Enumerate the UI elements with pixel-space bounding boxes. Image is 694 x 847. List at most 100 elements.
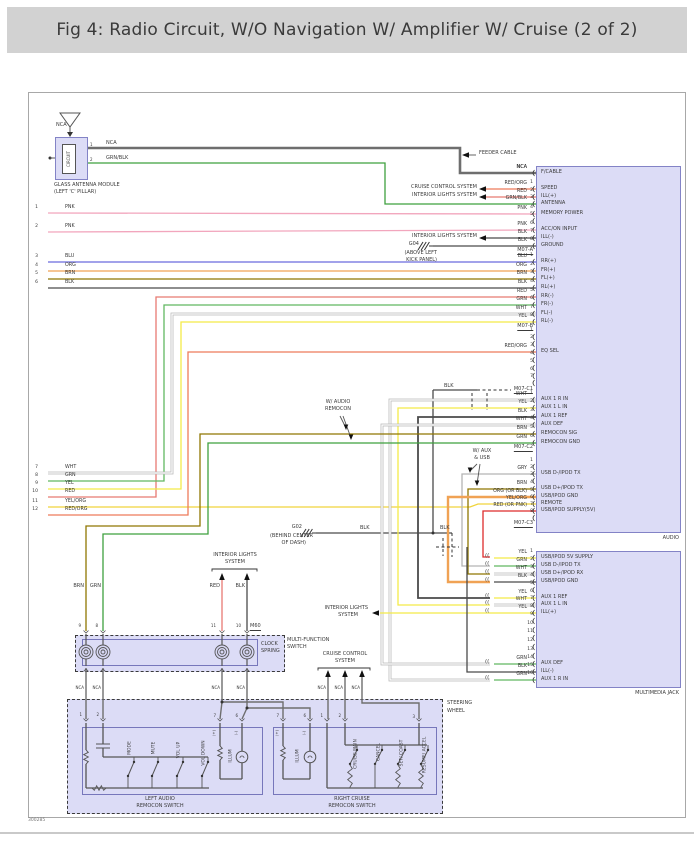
audio-row-pin-number: 7 (530, 502, 533, 507)
left-ref-color: BLU (65, 254, 75, 259)
diagram-label: VOL UP (176, 741, 182, 759)
diagram-label: OF DASH) (281, 540, 306, 546)
audio-row-pin-number: 4 (530, 279, 533, 284)
diagram-label: RED (209, 583, 220, 589)
mm-jack-row-wire-color: BLK (517, 574, 527, 579)
inline-connector: (( (485, 600, 490, 606)
diagram-label: 11 (210, 623, 216, 628)
audio-row-signal: RL(+) (541, 284, 556, 290)
left-ref-color: RED (65, 489, 76, 494)
diagram-label: NCA (351, 685, 360, 690)
connector-label: M07-C1 (513, 386, 533, 394)
diagram-label: (-) (301, 730, 307, 736)
mm-jack-row-wire-color: WHT (515, 566, 527, 571)
diagram-label: INTERIOR LIGHTS (213, 552, 257, 558)
inline-connector: (( (485, 608, 490, 614)
audio-row-pin-number: 4 (530, 416, 533, 421)
diagram-label: 6 (303, 713, 306, 718)
steering-wheel-label: WHEEL (447, 708, 465, 714)
left-ref-color: GRN (65, 473, 76, 478)
diagram-label: CRUISE MAIN (353, 739, 359, 769)
mm-jack-row-pin-number: 13 (527, 647, 533, 652)
audio-row-signal: ILL(+) (541, 193, 557, 199)
clock-spring-box (82, 639, 258, 666)
audio-row-pin-number: 2 (530, 188, 533, 193)
audio-row-signal: GROUND (541, 242, 564, 248)
diagram-label: NCA (334, 685, 343, 690)
audio-row-wire-color: BLU (517, 254, 527, 259)
audio-row-pin-number: 6 (530, 434, 533, 439)
audio-row-pin-number: 3 (530, 408, 533, 413)
mm-jack-row-pin-number: 10 (527, 621, 533, 626)
audio-row-pin-number: 4 (530, 351, 533, 356)
diagram-label: W/ AUX (472, 448, 492, 454)
diagram-label: & USB (474, 455, 490, 461)
mm-jack-row-wire-color: BLK (517, 664, 527, 669)
diagram-label: (ABOVE LEFT (404, 250, 437, 256)
diagram-label: SYSTEM (338, 612, 358, 618)
diagram-label: 8 (95, 623, 98, 628)
mm-jack-row-pin-number: 3 (530, 565, 533, 570)
left-ref-number: 12 (32, 507, 38, 512)
audio-row-pin-number: 4 (530, 205, 533, 210)
mm-jack-row-wire-color: GRN (516, 656, 527, 661)
audio-row-wire-color: WHT (515, 392, 527, 397)
audio-row-signal: ACC/ON INPUT (541, 226, 578, 232)
audio-row-pin-number: 7 (530, 229, 533, 234)
audio-row-wire-color: GRN (516, 297, 527, 302)
inline-connector: (( (485, 593, 490, 599)
left-ref-color: YEL/ORG (65, 499, 87, 504)
mm-jack-row-pin-number: 11 (527, 629, 533, 634)
diagram-label: CANCEL (376, 742, 382, 762)
left-ref-number: 11 (32, 499, 38, 504)
audio-row-signal: REMOCON SIG (541, 430, 578, 436)
diagram-label: W/ AUDIO (325, 399, 351, 405)
audio-row-wire-color: BLK (517, 409, 527, 414)
diagram-label: G02 (291, 524, 302, 530)
audio-row-wire-color: GRY (517, 466, 527, 471)
left-ref-number: 7 (35, 465, 38, 470)
antenna-circuit-box (62, 144, 76, 174)
diagram-label: MODE (127, 741, 133, 755)
multi-function-switch-label: MULTI-FUNCTION (287, 637, 330, 643)
mm-jack-row-signal: AUX 1 L IN (541, 601, 568, 607)
audio-row-wire-color: RED (516, 189, 527, 194)
diagram-label: SYSTEM (225, 559, 245, 565)
audio-row-wire-color: ORG (OR BLK) (493, 489, 527, 494)
diagram-label: 1 (79, 712, 82, 717)
mm-jack-row-wire-color: GRN (516, 672, 527, 677)
diagram-label: (BEHIND CENTER (269, 533, 313, 539)
left-ref-number: 9 (35, 481, 38, 486)
audio-row-signal: FR(-) (541, 301, 554, 307)
diagram-label: (-) (233, 730, 239, 736)
left-ref-color: WHT (65, 465, 77, 470)
mm-jack-row-signal: USB D-/IPOD TX (541, 562, 581, 568)
audio-row-pin-number: 1 (530, 328, 533, 333)
audio-row-wire-color: YEL (518, 314, 527, 319)
audio-row-pin-number: 6 (530, 296, 533, 301)
bottom-divider (0, 832, 694, 834)
diagram-label: M60 (250, 623, 261, 631)
diagram-label: 2 (96, 712, 99, 717)
audio-row-pin-number: 8 (530, 237, 533, 242)
audio-row-signal: REMOTE (541, 500, 563, 506)
mm-jack-row-wire-color: YEL (518, 605, 527, 610)
mm-jack-row-signal: USB D+/IPOD RX (541, 570, 584, 576)
audio-row-wire-color: WHT (515, 306, 527, 311)
diagram-label: NCA (106, 140, 117, 146)
audio-row-pin-number: 1 (530, 391, 533, 396)
audio-row-pin-number: 3 (530, 270, 533, 275)
mm-jack-row-pin-number: 12 (527, 638, 533, 643)
audio-row-signal: MEMORY POWER (541, 210, 584, 216)
audio-row-pin-number: 4 (530, 480, 533, 485)
audio-row-signal: USB/IPOD SUPPLY(5V) (541, 507, 596, 513)
left-ref-number: 2 (35, 224, 38, 229)
diagram-label: 2 (338, 713, 341, 718)
audio-row-pin-number: 1 (530, 253, 533, 258)
mm-jack-row-signal: AUX 1 REF (541, 594, 568, 600)
audio-row-signal: ILL(-) (541, 234, 554, 240)
diagram-label: NCA (75, 685, 84, 690)
audio-row-wire-color: BLK (517, 238, 527, 243)
audio-row-pin-number: 6 (530, 221, 533, 226)
diagram-label: VOL DOWN (201, 740, 207, 766)
